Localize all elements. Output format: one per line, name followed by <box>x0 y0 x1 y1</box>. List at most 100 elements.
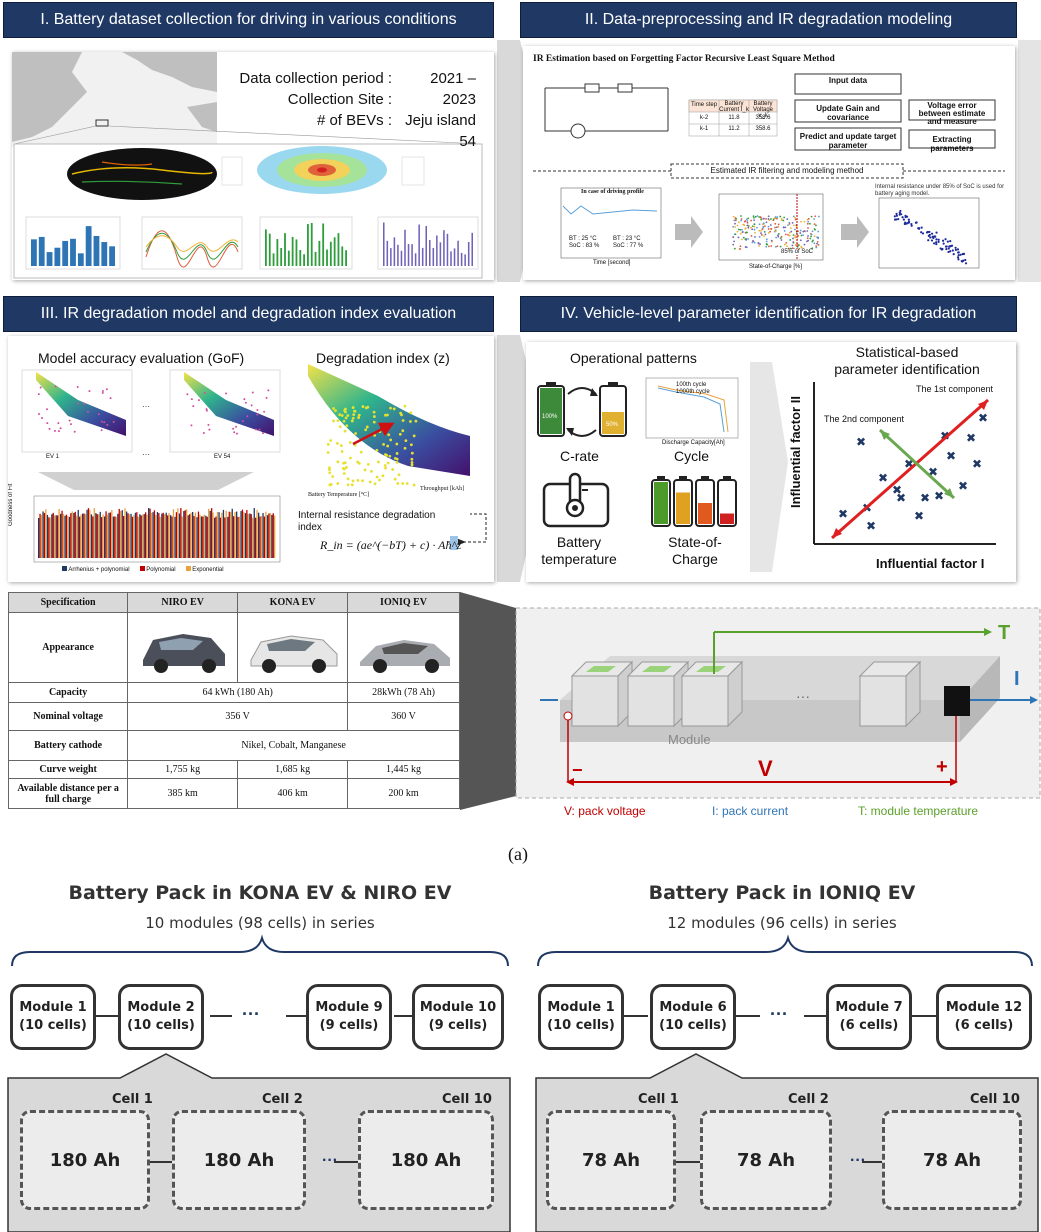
gof-bar <box>234 511 236 558</box>
scatter-point <box>384 453 387 456</box>
scatter-point <box>945 247 948 251</box>
gof-bar <box>230 511 232 558</box>
flow-input: Input data <box>828 76 868 85</box>
gof-bar <box>104 516 106 558</box>
bar-mark <box>85 226 92 266</box>
x-marker: ✖ <box>904 457 914 471</box>
scatter-point <box>351 406 355 409</box>
gof-bar <box>262 513 264 558</box>
scatter-point <box>734 219 737 222</box>
gof-bar <box>48 517 50 558</box>
bar-mark <box>322 223 325 266</box>
bar-mark <box>407 244 410 266</box>
scatter-point <box>357 461 361 465</box>
spec-table: Specification NIRO EV KONA EV IONIQ EV A… <box>7 592 460 809</box>
soc-battery-cap <box>657 476 665 480</box>
scatter-point <box>964 262 968 265</box>
scatter-point <box>807 220 810 223</box>
gof-bar <box>108 512 110 558</box>
module-3d-sensor <box>696 666 726 672</box>
gof-bar <box>199 514 201 558</box>
plot1-xlabel: Time [second] <box>593 260 631 266</box>
scatter-point <box>46 408 49 411</box>
scatter-point <box>405 482 409 485</box>
scatter-point <box>746 224 749 227</box>
spec-header: KONA EV <box>237 592 349 613</box>
cell-ellipsis: ··· <box>850 1152 866 1169</box>
scatter-point <box>734 233 737 236</box>
scatter-point <box>780 217 783 220</box>
cycle-label: Cycle <box>674 448 710 464</box>
gof-bar <box>87 508 90 558</box>
method-title: IR Estimation based on Forgetting Factor… <box>533 54 835 64</box>
gof-bar <box>140 515 142 558</box>
scatter-point <box>255 428 258 431</box>
scatter-point <box>763 230 766 233</box>
x-marker: ✖ <box>934 489 944 503</box>
x-marker: ✖ <box>892 483 902 497</box>
gof-bar <box>222 509 225 558</box>
scatter-point <box>945 245 948 248</box>
scatter-point <box>744 220 747 222</box>
scatter-point <box>905 215 909 218</box>
gof-bar <box>181 516 183 558</box>
scatter-point <box>403 446 407 450</box>
gof-bar <box>155 514 157 558</box>
gof-bar <box>216 511 219 558</box>
scatter-point <box>957 251 960 254</box>
scatter-point <box>754 236 756 238</box>
gof-bar <box>153 510 156 558</box>
scatter-point <box>799 232 802 234</box>
scatter-point <box>769 230 772 233</box>
scatter-point <box>737 221 740 224</box>
bar-mark <box>268 233 271 266</box>
scatter-point <box>352 413 356 417</box>
bar-mark <box>467 241 470 266</box>
scatter-point <box>207 423 210 426</box>
bar-mark <box>345 250 347 266</box>
gof-bar <box>240 511 242 558</box>
gof-bar <box>244 513 247 558</box>
scatter-point <box>733 240 735 243</box>
scatter-point <box>336 460 340 464</box>
bar-mark <box>404 229 406 266</box>
scatter-point <box>954 248 958 252</box>
map-figure <box>12 52 483 279</box>
scatter-point <box>395 461 399 464</box>
gof-bar <box>246 510 248 558</box>
gof-bar <box>68 516 71 558</box>
scatter-point <box>412 434 416 438</box>
scatter-point <box>806 237 809 240</box>
scatter-point <box>777 235 780 238</box>
gof-legend: Arrhenius + polynomial Polynomial Expone… <box>62 566 224 573</box>
gof-bar <box>224 517 226 558</box>
cell-label: Cell 10 <box>442 1092 492 1107</box>
scatter-point <box>100 420 103 423</box>
scatter-point <box>811 230 814 233</box>
scatter-point <box>368 480 372 484</box>
scatter-point <box>387 433 391 437</box>
scatter-point <box>246 415 249 418</box>
gof-bar <box>128 514 131 558</box>
scatter-point <box>251 391 254 394</box>
info-value-bevs: 54 <box>459 133 476 150</box>
scatter-point <box>791 247 794 250</box>
ev-label-1: EV 1 <box>46 454 60 460</box>
scatter-point <box>788 221 791 224</box>
scatter-point <box>783 230 786 232</box>
scatter-point <box>915 221 918 224</box>
scatter-point <box>258 428 261 431</box>
scatter-point <box>732 236 735 238</box>
bar-mark <box>310 223 313 266</box>
spec-row-label: Nominal voltage <box>7 702 129 731</box>
spec-header: IONIQ EV <box>347 592 460 613</box>
plot2-xlabel: State-of-Charge [%] <box>749 264 803 270</box>
scatter-point <box>745 231 748 234</box>
scatter-point <box>399 411 403 415</box>
scatter-point <box>813 218 816 220</box>
scatter-point <box>807 235 809 237</box>
ev-dots-mid: ··· <box>142 402 150 411</box>
scatter-point <box>732 243 735 246</box>
letter-minus: − <box>572 760 583 780</box>
info-value-site: Jeju island <box>405 112 476 129</box>
